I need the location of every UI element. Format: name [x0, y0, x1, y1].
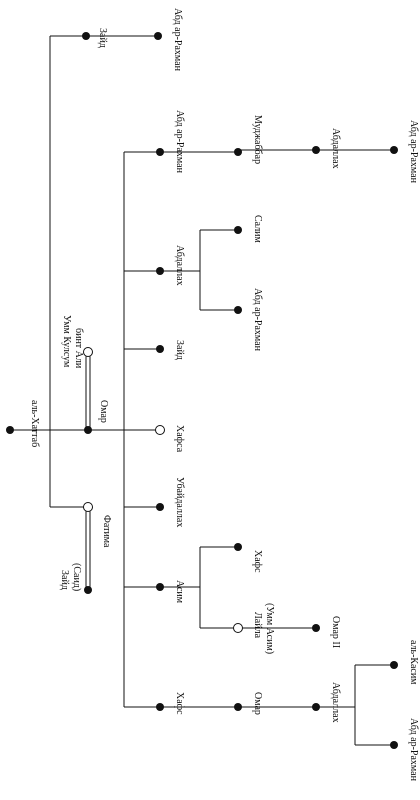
- label-zayd-said-2: (Саид): [71, 563, 82, 591]
- label-umm-kulthum-2: бинт Али: [73, 328, 84, 369]
- label-asim: Асим: [174, 580, 185, 604]
- node-hafsa: [155, 425, 165, 435]
- node-abd-ar-rahman-last: [390, 741, 398, 749]
- node-umm-kulthum: [83, 347, 93, 357]
- tree-labels: аль-Хаттаб Зайд Абд ар-Рахман Умм Кулсум…: [29, 8, 419, 782]
- tree-nodes: [6, 32, 398, 749]
- label-salim: Салим: [252, 215, 263, 244]
- label-zayd-son: Зайд: [174, 340, 185, 360]
- node-omar-gs: [234, 703, 242, 711]
- node-abdallah-son: [156, 267, 164, 275]
- label-hafs-gs: Хафс: [252, 550, 263, 573]
- node-abd-ar-rahman-gs: [234, 306, 242, 314]
- node-al-khattab: [6, 426, 14, 434]
- node-zayd-son: [156, 345, 164, 353]
- node-omar: [84, 426, 92, 434]
- label-abdallah-son: Абдаллах: [174, 245, 185, 286]
- node-fatima: [83, 502, 93, 512]
- node-abdallah-ggs: [312, 703, 320, 711]
- node-zayd-said: [84, 586, 92, 594]
- label-zayd-top: Зайд: [97, 28, 108, 48]
- label-hafs-son: Хафс: [174, 692, 185, 715]
- label-zayd-said: Зайд: [59, 570, 70, 590]
- label-layla-2: (Умм Асим): [264, 603, 275, 654]
- label-umm-kulthum: Умм Кулсум: [61, 315, 72, 368]
- node-salim: [234, 226, 242, 234]
- label-mujabbar: Муджаббар: [252, 115, 263, 164]
- label-omar: Омар: [98, 400, 109, 423]
- label-abd-ar-rahman-last: Абд ар-Рахман: [408, 718, 419, 782]
- tree-connectors: [10, 35, 394, 746]
- node-abd-ar-rahman-son: [156, 148, 164, 156]
- label-abd-ar-rahman-gs: Абд ар-Рахман: [252, 288, 263, 352]
- node-hafs-son: [156, 703, 164, 711]
- label-layla: Лайла: [252, 612, 263, 639]
- label-hafsa: Хафса: [174, 425, 185, 453]
- node-ubaydallah: [156, 503, 164, 511]
- node-abd-ar-rahman-top: [154, 32, 162, 40]
- node-abd-ar-rahman-ggs: [390, 146, 398, 154]
- label-abd-ar-rahman-top: Абд ар-Рахман: [172, 8, 183, 72]
- label-ubaydallah: Убайдаллах: [174, 477, 185, 527]
- node-hafs-gs: [234, 543, 242, 551]
- node-asim: [156, 583, 164, 591]
- label-abdallah-ggs: Абдаллах: [330, 682, 341, 723]
- label-abd-ar-rahman-ggs: Абд ар-Рахман: [408, 120, 419, 184]
- label-fatima: Фатима: [101, 515, 112, 548]
- label-abd-ar-rahman-son: Абд ар-Рахман: [174, 110, 185, 174]
- label-omar-ii: Омар II: [330, 616, 341, 648]
- node-abdallah-gs: [312, 146, 320, 154]
- label-omar-gs: Омар: [252, 692, 263, 715]
- node-mujabbar: [234, 148, 242, 156]
- label-abdallah-gs: Абдаллах: [330, 128, 341, 169]
- label-al-qasim: аль-Касим: [408, 640, 419, 685]
- node-layla: [233, 623, 243, 633]
- node-al-qasim: [390, 661, 398, 669]
- node-omar-ii: [312, 624, 320, 632]
- node-zayd-top: [82, 32, 90, 40]
- label-al-khattab: аль-Хаттаб: [29, 400, 40, 447]
